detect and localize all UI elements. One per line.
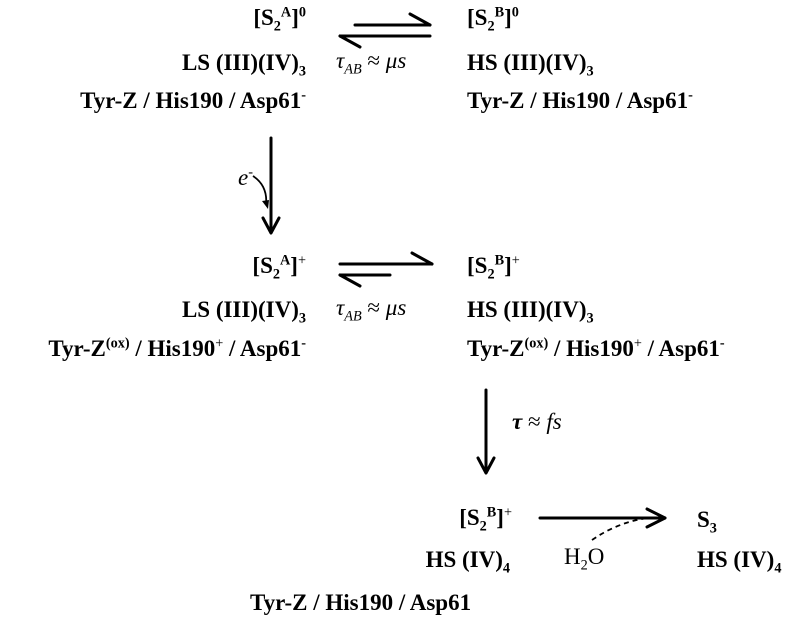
state-s2a-plus-spin: LS (III)(IV)3: [181, 297, 306, 327]
state-s2a0-spin: LS (III)(IV)3: [181, 50, 306, 80]
state-s2b-plus-label: [S2B]+: [467, 252, 520, 283]
state-s2b-final-residues: Tyr-Z / His190 / Asp61: [250, 590, 472, 615]
state-s3-label: S3: [697, 507, 717, 537]
state-s2b-final-label: [S2B]+: [459, 504, 512, 535]
state-s2b0-residues: Tyr-Z / His190 / Asp61-: [467, 87, 693, 113]
state-s2a-plus-label: [S2A]+: [252, 252, 306, 283]
state-s2b-final-spin: HS (IV)4: [425, 547, 510, 577]
state-s2b0-spin: HS (III)(IV)3: [467, 50, 594, 80]
water-input-dashed: [591, 517, 649, 541]
electron-input-curve: [252, 175, 268, 206]
tau-ab-mid-annotation: τAB ≈ μs: [336, 295, 407, 325]
state-s3-spin: HS (IV)4: [697, 547, 782, 577]
tau-fs-annotation: τ ≈ fs: [512, 409, 562, 434]
electron-annotation: e-: [238, 164, 253, 190]
state-s2a-plus-residues: Tyr-Z(ox) / His190+ / Asp61-: [48, 335, 306, 361]
state-s2b-plus-spin: HS (III)(IV)3: [467, 297, 594, 327]
state-s2b0-label: [S2B]0: [467, 4, 519, 35]
state-s2b-plus-residues: Tyr-Z(ox) / His190+ / Asp61-: [467, 335, 725, 361]
state-s2a0-residues: Tyr-Z / His190 / Asp61-: [80, 87, 306, 113]
state-s2a0-label: [S2A]0: [253, 4, 306, 35]
water-annotation: H2O: [564, 544, 605, 574]
tau-ab-top-annotation: τAB ≈ μs: [336, 48, 407, 78]
